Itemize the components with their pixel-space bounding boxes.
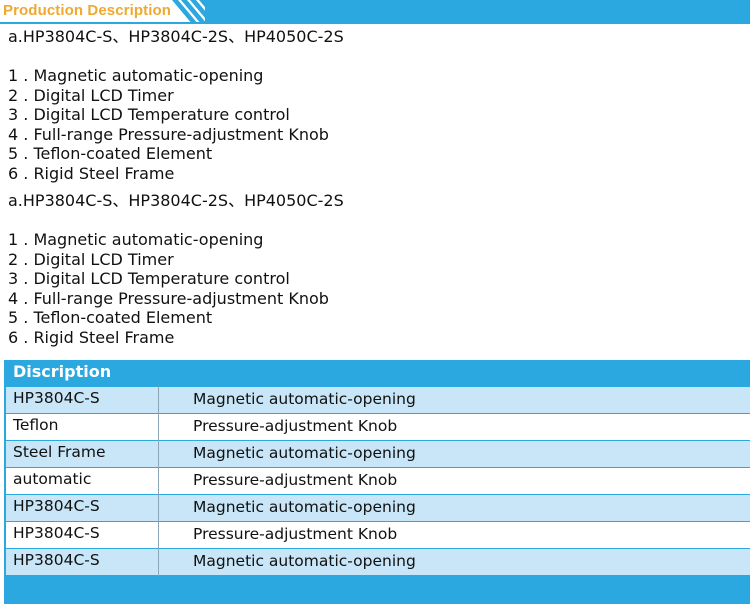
table-cell-desc: Magnetic automatic-opening [193,498,416,516]
feature-item: 4 . Full-range Pressure-adjustment Knob [8,124,329,144]
feature-item: 6 . Rigid Steel Frame [8,163,175,183]
table-cell-desc: Pressure-adjustment Knob [193,471,398,489]
table-row: HP3804C-S Magnetic automatic-opening [6,549,750,575]
table-cell-desc: Magnetic automatic-opening [193,552,416,570]
table-footer [4,576,750,604]
table-row: HP3804C-S Magnetic automatic-opening [6,387,750,413]
table-row: HP3804C-S Pressure-adjustment Knob [6,522,750,548]
table-cell-name: HP3804C-S [13,497,100,515]
feature-item: 5 . Teflon-coated Element [8,144,213,163]
feature-item: 2 . Digital LCD Timer [8,85,174,105]
description-table: Discription HP3804C-S Magnetic automatic… [4,360,750,604]
feature-item: 3 . Digital LCD Temperature control [8,105,290,124]
model-line: a.HP3804C-S、HP3804C-2S、HP4050C-2S [8,27,344,46]
table-title: Discription [13,362,112,381]
feature-item: 1 . Magnetic automatic-opening [8,230,264,249]
table-cell-name: HP3804C-S [13,389,100,407]
table-cell-desc: Pressure-adjustment Knob [193,417,398,435]
table-cell-desc: Magnetic automatic-opening [193,444,416,462]
column-divider [158,386,159,576]
model-line: a.HP3804C-S、HP3804C-2S、HP4050C-2S [8,191,344,210]
table-cell-name: Steel Frame [13,443,106,461]
table-cell-desc: Pressure-adjustment Knob [193,525,398,543]
table-cell-desc: Magnetic automatic-opening [193,390,416,408]
header-band [205,0,750,22]
feature-item: 6 . Rigid Steel Frame [8,327,175,347]
feature-item: 1 . Magnetic automatic-opening [8,66,264,85]
table-header: Discription [4,360,750,386]
table-cell-name: HP3804C-S [13,524,100,542]
table-row: HP3804C-S Magnetic automatic-opening [6,495,750,521]
table-cell-name: Teflon [13,416,59,434]
feature-item: 3 . Digital LCD Temperature control [8,269,290,288]
table-cell-name: HP3804C-S [13,551,100,569]
section-title: Production Description [3,2,172,19]
table-row: Steel Frame Magnetic automatic-opening [6,441,750,467]
table-cell-name: automatic [13,470,92,488]
table-row: automatic Pressure-adjustment Knob [6,468,750,494]
feature-item: 5 . Teflon-coated Element [8,308,213,327]
feature-item: 2 . Digital LCD Timer [8,249,174,269]
header-rule [0,22,750,24]
table-row: Teflon Pressure-adjustment Knob [6,414,750,440]
feature-item: 4 . Full-range Pressure-adjustment Knob [8,288,329,308]
section-header: Production Description [0,0,750,24]
